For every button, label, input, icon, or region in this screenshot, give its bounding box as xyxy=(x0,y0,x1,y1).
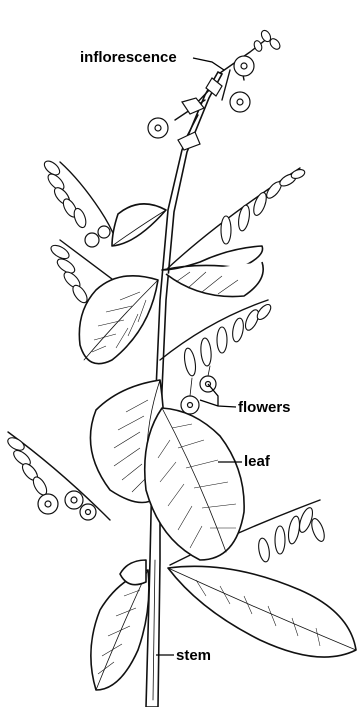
open-flower-a xyxy=(181,396,199,414)
label-flowers: flowers xyxy=(238,399,291,416)
leaf-lower-left xyxy=(91,570,149,690)
lower-flower-2 xyxy=(65,491,83,509)
leaf-upper-right xyxy=(162,246,263,297)
top-flower-1 xyxy=(234,56,254,76)
label-inflorescence: inflorescence xyxy=(80,49,177,66)
label-stem: stem xyxy=(176,647,211,664)
top-flower-3 xyxy=(148,118,168,138)
label-leaf: leaf xyxy=(244,453,271,470)
label-inflorescence-group: inflorescence xyxy=(80,49,224,70)
top-flower-2 xyxy=(230,92,250,112)
leaf-stub-lower xyxy=(120,560,146,585)
inflorescence-cluster xyxy=(148,29,282,150)
raceme-upper-left xyxy=(42,158,116,247)
leaf-small-upper xyxy=(112,204,166,246)
lower-flower-3 xyxy=(80,504,96,520)
raceme-flowers xyxy=(160,300,273,414)
leader-inflorescence xyxy=(193,58,224,70)
label-stem-group: stem xyxy=(156,647,211,664)
leaf-lower-right xyxy=(168,566,356,657)
leaf-upper-left xyxy=(79,276,158,364)
lower-flower-1 xyxy=(38,494,58,514)
